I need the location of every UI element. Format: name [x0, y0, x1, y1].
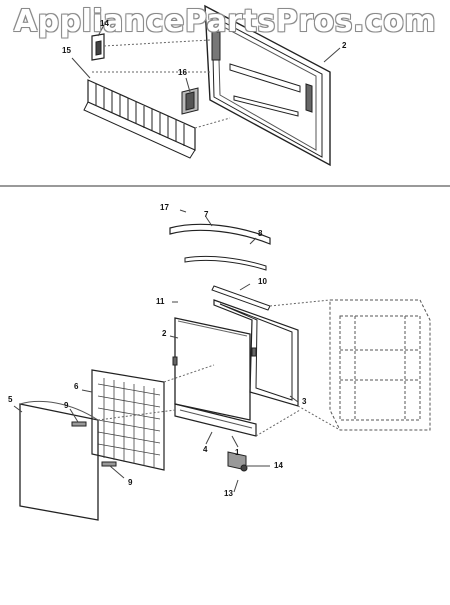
callout-3: 3: [302, 397, 307, 406]
door-bin-basket: [83, 79, 196, 159]
callout-top-2: 2: [342, 41, 347, 50]
drawer-bottom-rail: [174, 403, 257, 437]
door-bin-end-cap: [181, 87, 199, 115]
callout-top-14: 14: [100, 19, 109, 28]
callout-4: 4: [203, 445, 208, 454]
callout-17: 17: [160, 203, 169, 212]
drawer-panel: [172, 317, 257, 421]
callout-9-upper: 9: [64, 401, 69, 410]
callout-10: 10: [258, 277, 267, 286]
callout-9-lower: 9: [128, 478, 133, 487]
drawer-front-insulation: [91, 369, 165, 471]
top-dashed-leaders: [92, 39, 231, 129]
callout-2: 2: [162, 329, 167, 338]
callout-1: 1: [235, 448, 240, 457]
callout-6: 6: [74, 382, 79, 391]
drawer-front-panel: [19, 400, 117, 521]
bottom-dashed-leaders: [97, 299, 341, 437]
drawer-top-trim: [169, 223, 271, 311]
drawer-slide-bracket: [227, 451, 248, 472]
callout-7: 7: [204, 210, 209, 219]
callout-top-15: 15: [62, 46, 71, 55]
door-handle-bracket: [91, 33, 105, 61]
callout-14: 14: [274, 461, 283, 470]
callout-13: 13: [224, 489, 233, 498]
callout-5: 5: [8, 395, 13, 404]
callout-8: 8: [258, 229, 263, 238]
callout-top-16: 16: [178, 68, 187, 77]
refrigerator-door: [204, 4, 331, 167]
freezer-cabinet-outline: [329, 299, 431, 431]
top-leader-lines: [71, 24, 341, 93]
callout-11: 11: [156, 297, 165, 306]
bottom-leader-lines: [13, 209, 299, 493]
